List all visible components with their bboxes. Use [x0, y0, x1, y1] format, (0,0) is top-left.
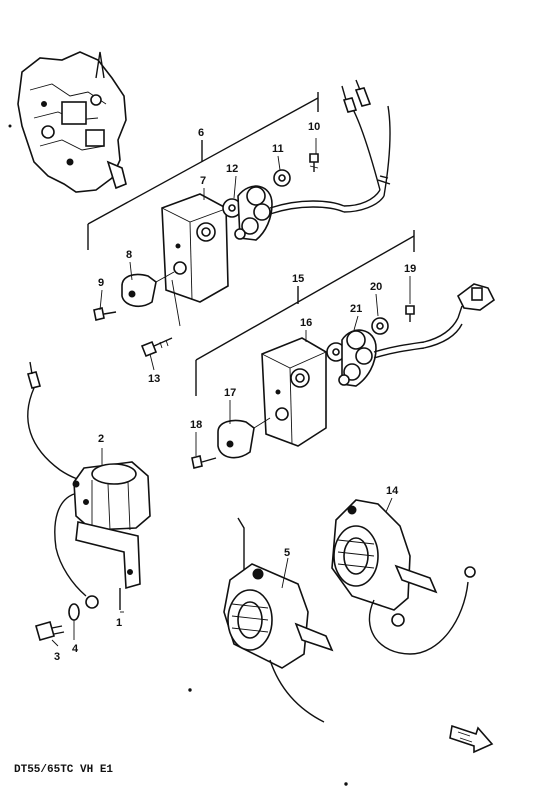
ignitor-unit-7 [161, 193, 229, 303]
screw-19 [405, 305, 415, 322]
diagram-caption: DT55/65TC VH E1 [14, 764, 113, 776]
callout-2: 2 [98, 433, 104, 445]
group-15-bracket [195, 230, 415, 396]
callout-21: 21 [350, 303, 362, 315]
callout-18: 18 [190, 419, 202, 431]
callout-14: 14 [386, 485, 399, 497]
callout-4: 4 [72, 643, 79, 655]
callout-20: 20 [370, 281, 382, 293]
callout-12: 12 [226, 163, 238, 175]
screw-18 [191, 455, 217, 469]
wire-harness-top [341, 79, 391, 197]
callout-labels: 1 2 3 4 5 6 7 8 9 10 11 12 13 14 15 16 1… [54, 121, 416, 663]
callout-8: 8 [126, 249, 132, 261]
relay-2 [27, 361, 151, 609]
callout-7: 7 [200, 175, 206, 187]
callout-19: 19 [404, 263, 416, 275]
callout-15: 15 [292, 273, 304, 285]
callout-13: 13 [148, 373, 160, 385]
screw-9 [93, 307, 117, 321]
solenoid-5 [223, 517, 334, 723]
bracket-1 [75, 521, 141, 610]
solenoid-14 [331, 499, 476, 655]
ignitor-unit-16 [261, 337, 327, 447]
callout-16: 16 [300, 317, 312, 329]
connector-plug [456, 283, 496, 319]
group-6-bracket [87, 92, 319, 250]
washer-11 [273, 169, 291, 187]
callout-17: 17 [224, 387, 236, 399]
washer-4 [68, 603, 80, 621]
sensor-unit-21 [326, 317, 463, 387]
screw-10 [309, 153, 319, 172]
bolt-13 [140, 337, 173, 358]
pulser-17 [217, 417, 271, 459]
leader-lines [51, 138, 411, 647]
callout-5: 5 [284, 547, 290, 559]
pulser-8 [121, 271, 181, 327]
callout-10: 10 [308, 121, 320, 133]
callout-11: 11 [272, 143, 284, 155]
bolt-3 [35, 621, 65, 641]
washer-20 [371, 317, 389, 335]
callout-6: 6 [198, 127, 204, 139]
callout-1: 1 [116, 617, 122, 629]
callout-3: 3 [54, 651, 60, 663]
sensor-unit-12 [222, 185, 385, 241]
front-arrow-icon [449, 724, 494, 754]
engine-block-illustration [17, 51, 127, 193]
callout-9: 9 [98, 277, 104, 289]
